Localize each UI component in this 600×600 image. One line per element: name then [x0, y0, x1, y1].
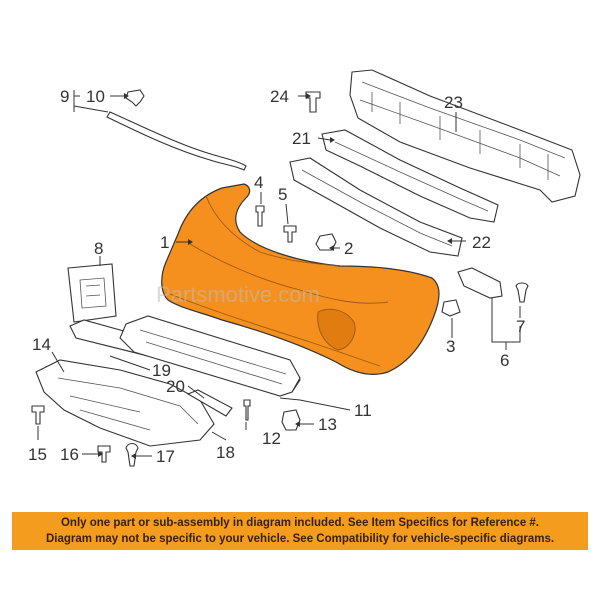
callout-15: 15: [28, 445, 47, 464]
bolt-15-part: [31, 405, 45, 425]
arrowheads: [98, 93, 452, 459]
callout-3: 3: [446, 337, 455, 356]
bolt-12-part: [243, 399, 251, 421]
callout-5: 5: [278, 185, 287, 204]
bumper-bracket-part: [457, 267, 503, 299]
license-bracket-part: [67, 263, 117, 323]
nut-2-part: [315, 233, 337, 251]
callout-17: 17: [156, 447, 175, 466]
notice-banner: Only one part or sub-assembly in diagram…: [12, 512, 588, 550]
bolt-5-part: [283, 225, 297, 243]
callout-11: 11: [354, 401, 372, 420]
callout-22: 22: [472, 233, 491, 252]
clip-13-part: [281, 409, 301, 431]
bumper-cover-part: [161, 183, 440, 375]
callout-8: 8: [94, 239, 103, 258]
fastener-10-part: [125, 89, 145, 107]
callout-18: 18: [216, 443, 235, 462]
callout-6: 6: [500, 351, 509, 370]
callout-1: 1: [160, 233, 169, 252]
callout-labels: 1 2 3 4 5 6 7 8 9 10 11 12 13 14 15 16 1…: [28, 87, 525, 466]
callout-13: 13: [318, 415, 337, 434]
notice-line-1: Only one part or sub-assembly in diagram…: [60, 517, 540, 529]
callout-19: 19: [152, 361, 171, 380]
energy-absorber-lower-part: [289, 157, 463, 257]
callout-14: 14: [32, 335, 51, 354]
callout-4: 4: [254, 173, 263, 192]
callout-20: 20: [166, 377, 185, 396]
callout-9: 9: [60, 87, 69, 106]
callout-10: 10: [86, 87, 105, 106]
push-clip-7-part: [515, 282, 529, 303]
callout-16: 16: [60, 445, 79, 464]
callout-23: 23: [444, 93, 463, 112]
callout-7: 7: [516, 317, 525, 336]
watermark: Partsmotive.com: [156, 282, 320, 307]
notice-line-2: Diagram may not be specific to your vehi…: [45, 533, 555, 545]
callout-2: 2: [344, 239, 353, 258]
clip-17-part: [125, 442, 139, 467]
leader-lines: [37, 90, 521, 457]
under-cover-part: [35, 359, 215, 447]
skid-plate-part: [119, 315, 301, 397]
reinforcement-beam-part: [349, 69, 581, 203]
callout-12: 12: [262, 429, 281, 448]
bolt-4-part: [255, 205, 265, 227]
callout-21: 21: [292, 129, 311, 148]
clip-3-part: [441, 299, 461, 317]
molding-strip-part: [106, 111, 247, 171]
callout-24: 24: [270, 87, 289, 106]
energy-absorber-upper-part: [321, 129, 499, 223]
